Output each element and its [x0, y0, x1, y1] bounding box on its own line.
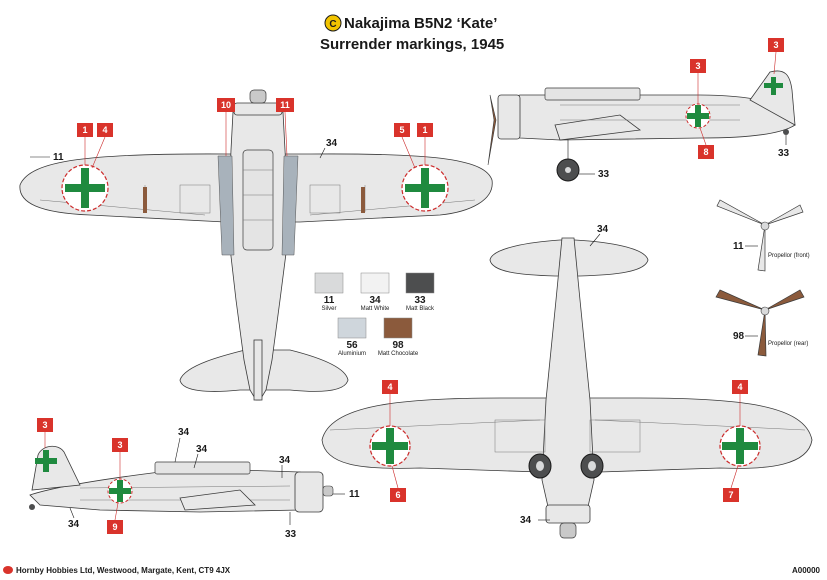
bottom-code-34a: 34 [597, 224, 609, 235]
prop-front-label: Propellor (front) [768, 253, 810, 259]
top-code-34: 34 [326, 138, 338, 149]
side-right-fuselage [499, 94, 796, 141]
side-right-cowl [497, 94, 521, 140]
side-right-tail-marking [764, 77, 783, 95]
swatch-matt-black [405, 272, 435, 294]
swatch-11-code: 11 [324, 295, 335, 306]
bottom-code-34b: 34 [520, 515, 532, 526]
bottom-marking-left [369, 425, 411, 467]
bottom-fuselage [541, 237, 595, 521]
top-marking-right [401, 164, 449, 212]
side-left-code-34b: 34 [196, 444, 208, 455]
swatch-aluminium [337, 317, 367, 339]
side-left-code-33: 33 [285, 529, 297, 540]
top-walkway-right [281, 155, 299, 256]
side-left-tail-marking [35, 450, 57, 472]
swatch-56-code: 56 [346, 340, 358, 351]
side-left-tag-3a: 3 [42, 420, 47, 430]
top-canopy [242, 149, 274, 251]
side-left-fin [31, 445, 81, 491]
side-left-code-34a: 34 [178, 427, 190, 438]
side-right-propeller [487, 94, 497, 166]
swatch-33-name: Matt Black [406, 306, 435, 312]
bottom-tag-7: 7 [728, 490, 733, 500]
side-right-code-33a: 33 [598, 169, 610, 180]
top-tag-1b: 1 [422, 125, 427, 135]
propeller-front: 11 Propellor (front) [716, 199, 810, 272]
side-view-right: 3 3 8 33 33 [487, 38, 796, 182]
footer: Hornby Hobbies Ltd, Westwood, Margate, K… [3, 566, 821, 575]
swatch-33-code: 33 [414, 295, 426, 306]
prop-front-code: 11 [733, 241, 744, 252]
scheme-badge [324, 14, 342, 32]
side-right-tag-3a: 3 [695, 61, 700, 71]
swatch-11-name: Silver [321, 306, 336, 312]
side-view-left: 3 3 9 34 34 34 11 34 33 [29, 418, 360, 540]
side-left-code-34c: 34 [279, 455, 291, 466]
footer-code: A00000 [792, 566, 821, 575]
top-cowl [233, 102, 283, 116]
scheme-letter: C [329, 19, 336, 30]
swatch-34-code: 34 [369, 295, 381, 306]
swatch-matt-chocolate [383, 317, 413, 339]
prop-rear-code: 98 [733, 331, 745, 342]
title-line2: Surrender markings, 1945 [320, 36, 504, 53]
bottom-tag-4b: 4 [737, 382, 742, 392]
bottom-spinner [559, 522, 577, 539]
bottom-view: 4 4 6 7 34 34 [321, 224, 813, 539]
colour-key: 11 Silver 34 Matt White 33 Matt Black 56… [314, 272, 435, 357]
swatch-98-code: 98 [392, 340, 404, 351]
top-walkway-left [217, 155, 235, 256]
swatch-matt-white [360, 272, 390, 294]
bottom-marking-right [719, 425, 761, 467]
title-line1: Nakajima B5N2 ‘Kate’ [344, 15, 497, 32]
side-right-code-33b: 33 [778, 148, 790, 159]
propeller-rear: 98 Propellor (rear) [715, 289, 808, 357]
top-spinner [249, 89, 267, 104]
side-left-code-11: 11 [349, 489, 360, 500]
side-left-tag-9: 9 [112, 522, 117, 532]
footer-address: Hornby Hobbies Ltd, Westwood, Margate, K… [16, 566, 231, 575]
side-left-cowl [294, 471, 324, 513]
side-left-marking [107, 478, 133, 504]
swatch-56-name: Aluminium [338, 351, 366, 357]
top-tag-10: 10 [221, 100, 231, 110]
top-code-11: 11 [53, 152, 64, 163]
side-right-tag-8: 8 [703, 147, 708, 157]
side-left-canopy [154, 461, 251, 475]
hornby-logo-icon [3, 566, 13, 574]
top-marking-left [61, 164, 109, 212]
top-tag-11: 11 [280, 100, 290, 110]
side-left-code-34d: 34 [68, 519, 80, 530]
swatch-98-name: Matt Chocolate [378, 351, 419, 357]
swatch-34-name: Matt White [361, 306, 390, 312]
side-left-tag-3b: 3 [117, 440, 122, 450]
top-tag-5: 5 [399, 125, 404, 135]
top-tag-4: 4 [102, 125, 107, 135]
top-tag-1a: 1 [82, 125, 87, 135]
top-view: 11 34 1 4 10 11 5 1 [19, 89, 493, 401]
side-right-fin [749, 70, 796, 126]
swatch-silver [314, 272, 344, 294]
side-right-canopy [544, 87, 641, 101]
prop-rear-label: Propellor (rear) [768, 341, 808, 347]
bottom-tag-4a: 4 [387, 382, 392, 392]
title-block: C Nakajima B5N2 ‘Kate’ Surrender marking… [320, 14, 504, 53]
side-right-marking [685, 103, 711, 129]
side-right-tag-3b: 3 [773, 40, 778, 50]
bottom-tag-6: 6 [395, 490, 400, 500]
